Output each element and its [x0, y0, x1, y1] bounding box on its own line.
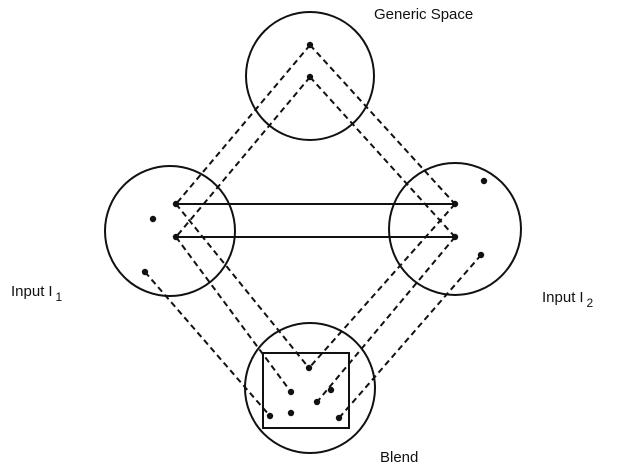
dashed-projection-line — [309, 76, 456, 238]
input1-element-dot — [172, 200, 180, 208]
input1-subscript: 1 — [55, 290, 63, 304]
dashed-projection-line — [175, 203, 310, 369]
input2-element-dot — [480, 177, 488, 185]
blend-element-dot — [327, 386, 335, 394]
dashed-projection-line — [175, 44, 311, 205]
input2-circle — [388, 162, 522, 296]
dashed-projection-line — [144, 271, 271, 417]
dashed-projection-line — [175, 236, 292, 393]
blend-element-dot — [305, 364, 313, 372]
blend-element-dot — [313, 398, 321, 406]
blend-element-dot — [266, 412, 274, 420]
input2-subscript: 2 — [586, 296, 594, 310]
blend-box — [262, 352, 350, 429]
input2-letter: I — [579, 289, 584, 306]
input2-element-dot — [451, 233, 459, 241]
dashed-projection-line — [175, 76, 311, 238]
input1-element-dot — [141, 268, 149, 276]
input1-letter: I — [48, 283, 53, 300]
input1-element-dot — [149, 215, 157, 223]
dashed-projection-line — [316, 236, 456, 403]
generic-element-dot — [306, 73, 314, 81]
dashed-projection-line — [308, 203, 456, 369]
blend-label: Blend — [380, 450, 418, 465]
dashed-projection-line — [309, 44, 456, 205]
generic-space-text: Generic Space — [374, 6, 474, 23]
generic-element-dot — [306, 41, 314, 49]
input1-prefix: Input — [11, 283, 45, 300]
generic-space-circle — [245, 11, 375, 141]
input1-element-dot — [172, 233, 180, 241]
dashed-projection-line — [338, 254, 482, 419]
blend-element-dot — [335, 414, 343, 422]
input1-circle — [104, 165, 236, 297]
generic-space-label: Generic Space — [374, 7, 473, 22]
blend-text: Blend — [380, 449, 419, 466]
blend-element-dot — [287, 388, 295, 396]
blend-element-dot — [287, 409, 295, 417]
blend-circle — [244, 322, 376, 454]
input2-element-dot — [451, 200, 459, 208]
input2-prefix: Input — [542, 289, 576, 306]
input2-element-dot — [477, 251, 485, 259]
